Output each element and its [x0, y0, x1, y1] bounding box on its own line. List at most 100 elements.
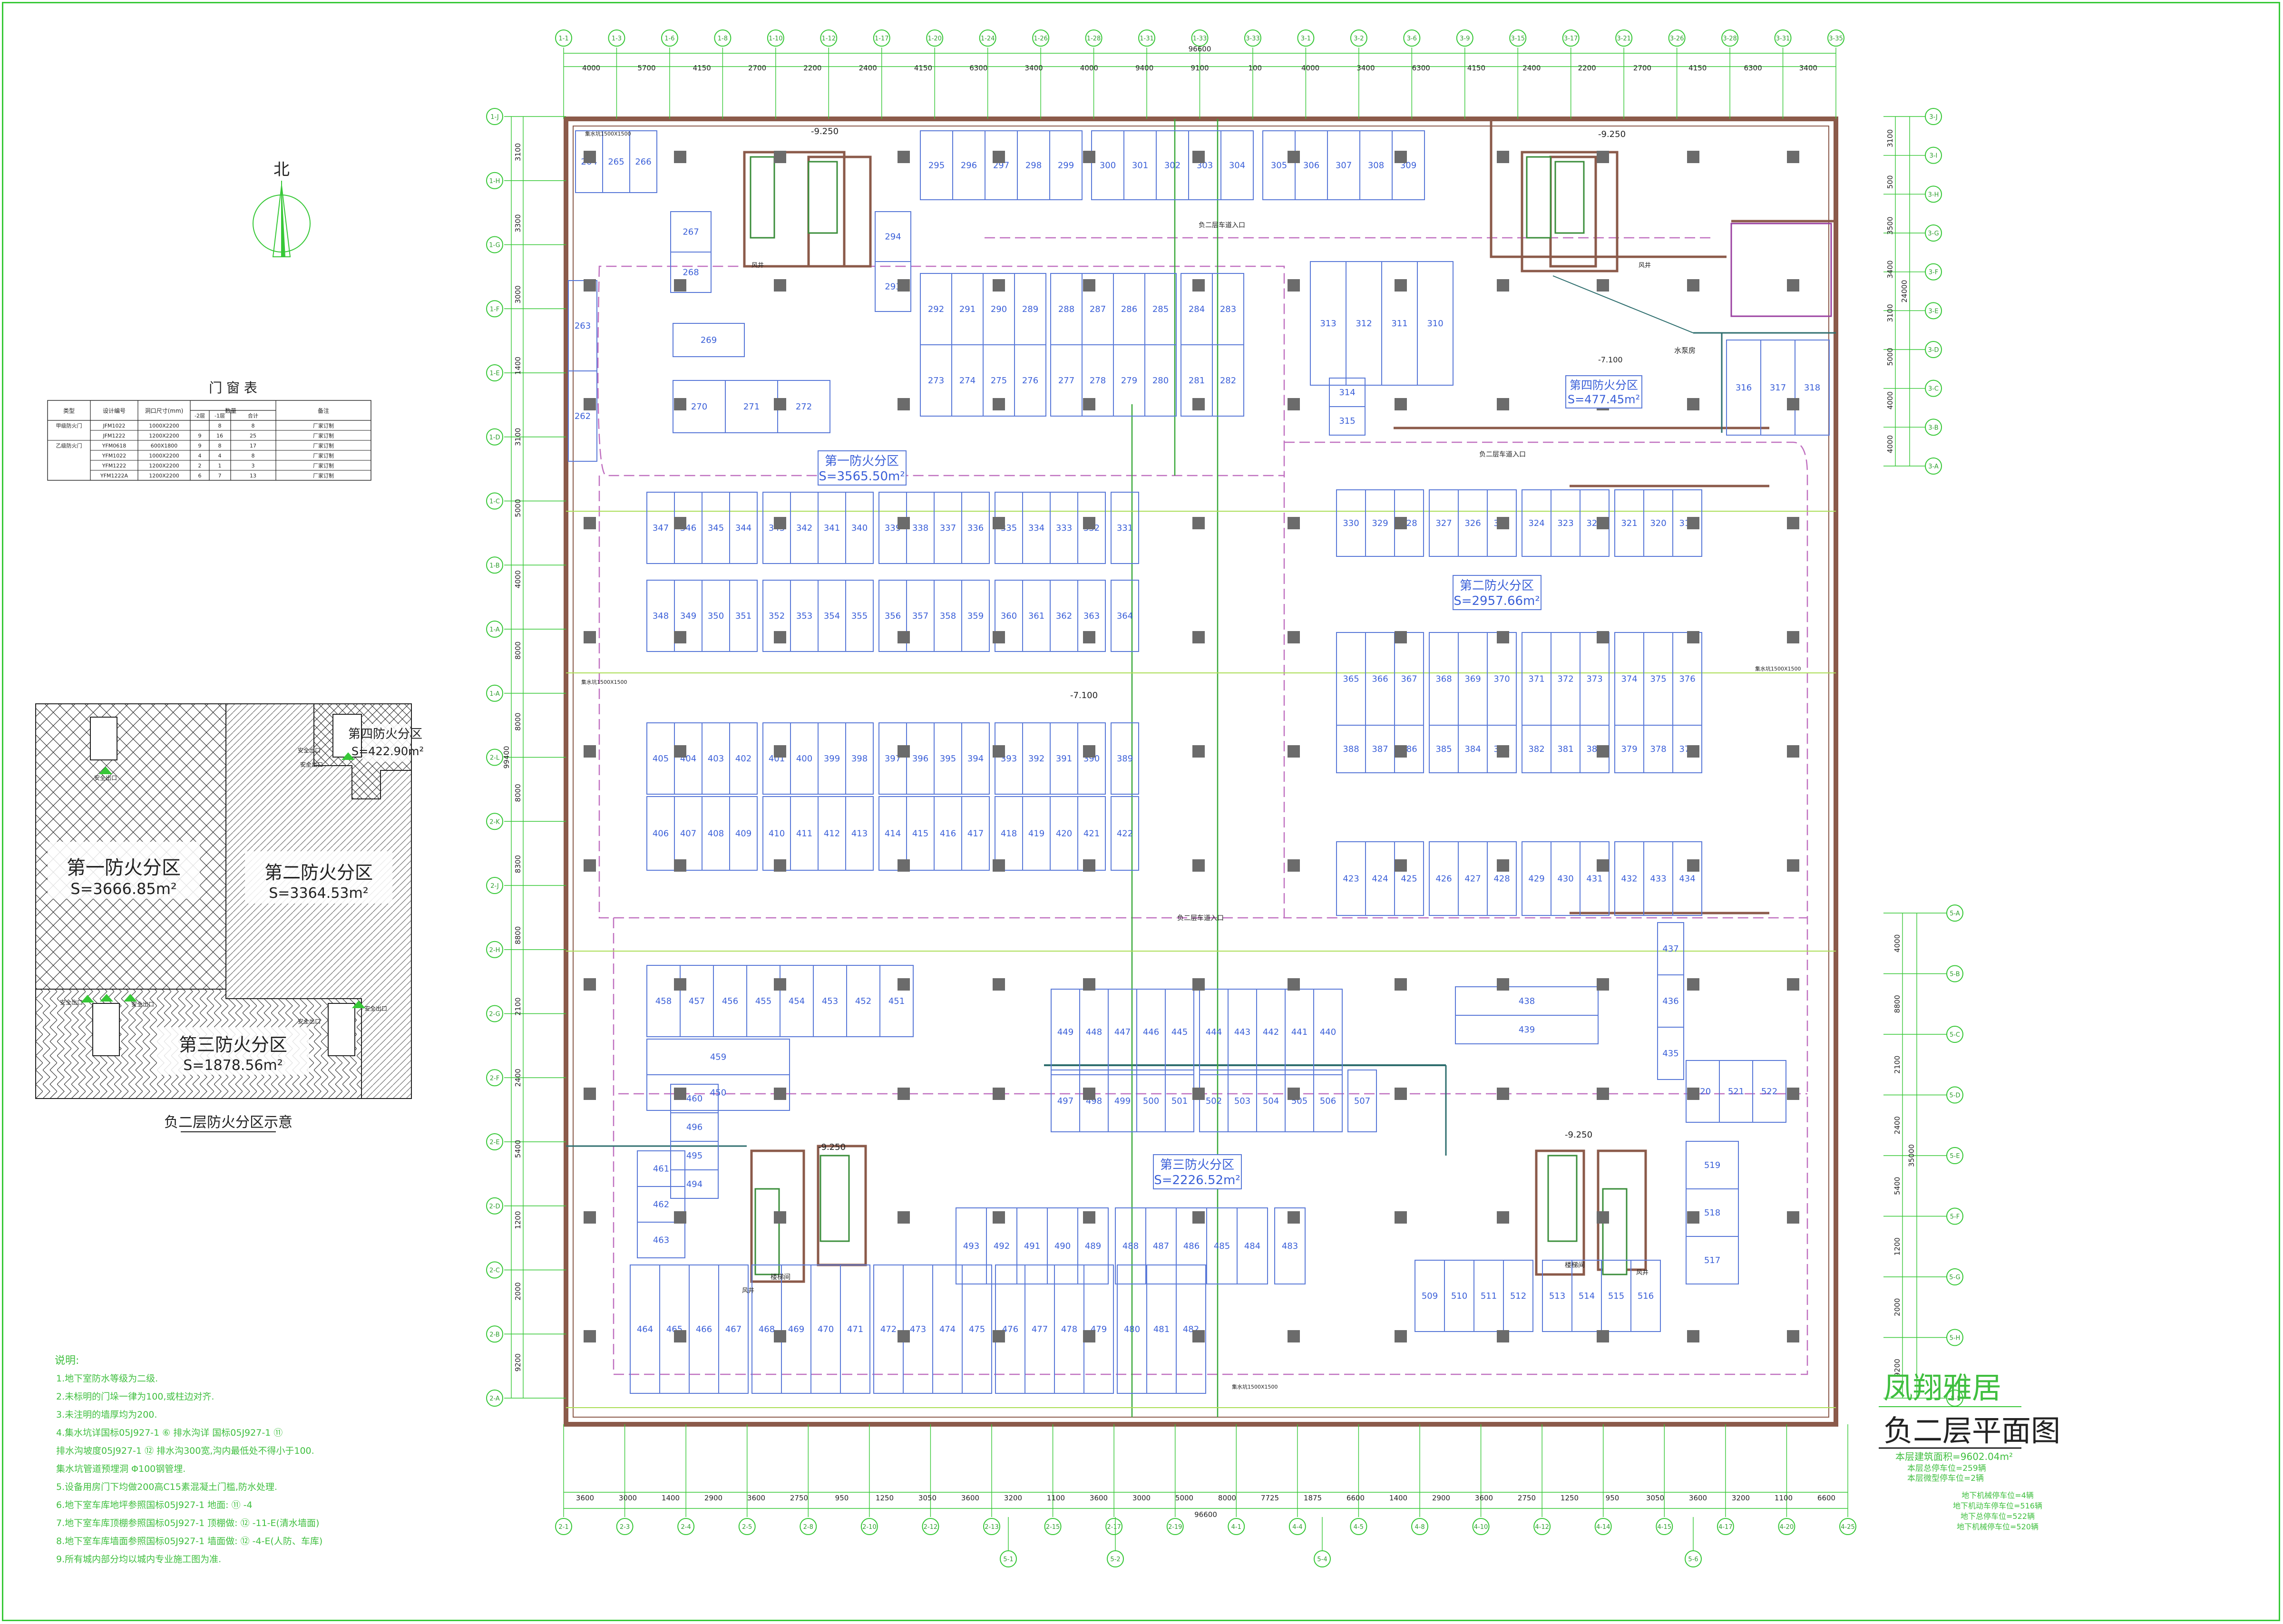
bay-number: 456	[722, 996, 738, 1006]
grid-bottom-bubble-label: 4-17	[1718, 1524, 1733, 1531]
fan-label-4: 风井	[1636, 1269, 1649, 1276]
parking-bay: 406	[646, 796, 675, 871]
bay-number: 457	[689, 996, 705, 1006]
door-table-subheader: -2层	[195, 413, 205, 419]
grid-right-bubble: 3-I	[1925, 146, 1942, 164]
grid-bottom-bubble: 2-10	[860, 1518, 878, 1535]
bay-number: 472	[880, 1324, 897, 1334]
bay-number: 506	[1320, 1096, 1336, 1106]
bay-number: 267	[683, 227, 699, 237]
grid-top-bubble-label: 1-3	[612, 35, 622, 42]
grid-left-bubble: 1-E	[486, 364, 503, 381]
bay-number: 363	[1083, 611, 1100, 621]
bay-number: 416	[940, 829, 956, 839]
bay-number: 360	[1001, 611, 1017, 621]
parking-bay: 415	[906, 796, 935, 871]
bay-number: 338	[912, 523, 928, 533]
bay-number: 263	[575, 321, 591, 331]
parking-bay: 359	[961, 580, 990, 652]
structural-column	[1192, 517, 1205, 529]
parking-bay: 369	[1458, 632, 1488, 726]
bay-number: 477	[1032, 1324, 1048, 1334]
stat-l1: 地下机械停车位=4辆	[1961, 1491, 2034, 1500]
grid-top-bubble-label: 3-17	[1564, 35, 1578, 42]
bay-number: 495	[686, 1151, 702, 1161]
parking-bay: 459	[646, 1039, 790, 1075]
grid-right-bubble: 5-C	[1946, 1026, 1963, 1043]
structural-column	[1192, 745, 1205, 758]
grid-left-bubble: 1-H	[486, 172, 503, 189]
structural-column	[1497, 859, 1509, 872]
grid-bottom-bubble: 4-12	[1533, 1518, 1551, 1535]
bay-number: 461	[653, 1164, 669, 1174]
structural-column	[1787, 1211, 1799, 1224]
grid-bottom-dim: 2900	[704, 1494, 722, 1502]
parking-bay: 286	[1113, 273, 1145, 345]
grid-left-dim: 2000	[514, 1282, 522, 1300]
parking-bay: 506	[1313, 1070, 1343, 1132]
grid-top-bubble-label: 3-28	[1723, 35, 1737, 42]
bay-number: 486	[1183, 1241, 1200, 1251]
bay-number: 381	[1557, 744, 1573, 754]
grid-top-bubble: 3-6	[1403, 29, 1421, 47]
parking-bay: 522	[1752, 1060, 1786, 1123]
grid-top-bubble-label: 3-9	[1460, 35, 1470, 42]
bay-number: 487	[1153, 1241, 1169, 1251]
door-table-cell: 1200X2200	[149, 463, 179, 469]
bay-number: 321	[1621, 518, 1637, 528]
parking-bay: 511	[1473, 1260, 1504, 1332]
bay-number: 460	[686, 1094, 702, 1104]
parking-bay: 293	[875, 261, 911, 312]
bay-number: 308	[1368, 161, 1384, 171]
grid-right-dim: 500	[1886, 175, 1894, 189]
bay-number: 374	[1621, 674, 1637, 684]
grid-right-dim: 2000	[1893, 1298, 1902, 1316]
bay-number: 514	[1579, 1291, 1595, 1301]
grid-top-dim: 9100	[1190, 64, 1209, 72]
grid-bottom-dim: 8000	[1218, 1494, 1236, 1502]
diagram-zone2-area: S=3364.53m²	[269, 885, 369, 902]
bay-number: 476	[1002, 1324, 1018, 1334]
grid-right-bubble-label: 3-A	[1928, 463, 1939, 470]
note-line: 集水坑管道预埋洞 Φ100钢管埋.	[56, 1464, 185, 1474]
bay-number: 446	[1143, 1027, 1159, 1037]
parking-bay: 489	[1077, 1207, 1109, 1284]
parking-bay: 442	[1256, 989, 1286, 1075]
grid-bottom-bubble-label: 4-20	[1780, 1524, 1794, 1531]
structural-column	[1395, 279, 1407, 292]
parking-bay: 405	[646, 722, 675, 795]
parking-bay: 438	[1455, 986, 1599, 1016]
parking-bay: 393	[995, 722, 1023, 795]
bay-number: 408	[708, 829, 724, 839]
grid-bottom-bubble: 4-20	[1778, 1518, 1795, 1535]
grid-bottom-bubble-label: 2-10	[862, 1524, 877, 1531]
grid-top-dim: 2700	[748, 64, 766, 72]
grid-bottom-dim: 1100	[1047, 1494, 1065, 1502]
structural-column	[1687, 398, 1699, 410]
grid-right-bubble-label: 3-J	[1929, 114, 1938, 121]
parking-bay: 430	[1551, 841, 1581, 916]
grid-left-bubble: 1-F	[486, 300, 503, 318]
structural-column	[1687, 745, 1699, 758]
grid-top-bubble: 1-1	[555, 29, 572, 47]
bay-number: 271	[743, 402, 760, 412]
stat-parking-2: 本层微型停车位=2辆	[1907, 1474, 1984, 1483]
bay-number: 488	[1122, 1241, 1139, 1251]
bay-number: 403	[708, 754, 724, 764]
grid-bottom-dim: 3600	[1475, 1494, 1493, 1502]
grid-right-bubble: 5-F	[1946, 1207, 1963, 1225]
door-table-cell: 乙级防火门	[56, 442, 82, 449]
grid-top-dim: 4150	[693, 64, 711, 72]
bay-number: 284	[1189, 304, 1205, 314]
bay-number: 291	[959, 304, 976, 314]
bay-number: 274	[959, 376, 976, 386]
structural-column	[898, 517, 910, 529]
grid-left-dim: 8000	[514, 784, 522, 802]
stair-label-1: 楼梯间	[771, 1274, 790, 1281]
bay-number: 266	[635, 157, 651, 167]
structural-column	[1083, 978, 1095, 991]
structural-column	[674, 859, 686, 872]
bay-number: 491	[1024, 1241, 1040, 1251]
grid-right-bubble: 5-I	[1946, 1390, 1963, 1407]
bay-number: 306	[1303, 161, 1319, 171]
